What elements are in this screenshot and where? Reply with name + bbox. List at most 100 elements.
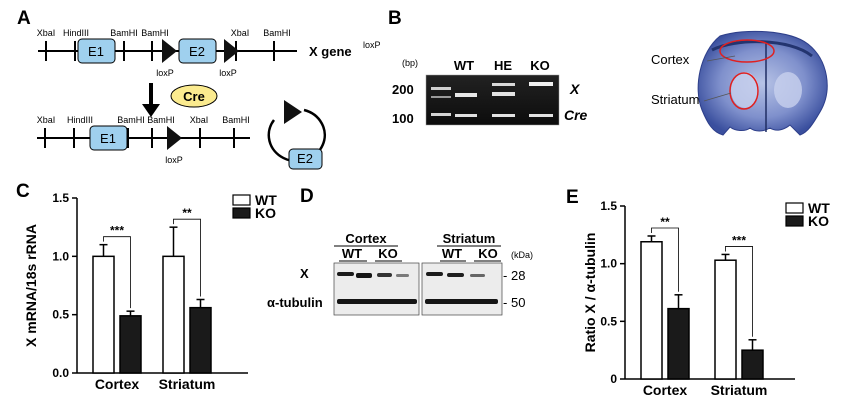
bar	[714, 259, 737, 380]
legend-swatch	[232, 194, 251, 206]
legend-label: KO	[255, 205, 276, 221]
size-label: 28	[511, 268, 525, 283]
gene-label: X gene	[309, 44, 352, 59]
lane-label: KO	[530, 58, 550, 73]
region-label: Cortex	[345, 231, 387, 246]
band-label: Cre	[564, 107, 588, 123]
group-label: WT	[342, 246, 362, 261]
significance-bracket	[173, 218, 201, 297]
group-label: KO	[478, 246, 498, 261]
marker-label: 100	[392, 111, 414, 126]
y-tick-label: 0	[610, 372, 617, 386]
bar	[92, 255, 115, 374]
site-label: BamHI	[222, 115, 250, 125]
tick-dash: -	[503, 295, 507, 310]
y-axis-label: Ratio X / α-tubulin	[582, 233, 598, 353]
cre-ellipse	[170, 84, 218, 108]
group-label: WT	[442, 246, 462, 261]
y-tick-label: 0.5	[52, 308, 69, 322]
site-label: BamHI	[147, 115, 175, 125]
y-tick-label: 1.0	[52, 249, 69, 263]
cre-label: Cre	[183, 89, 205, 104]
panel-label-d: D	[300, 186, 314, 207]
brain-label-striatum: Striatum	[651, 92, 699, 107]
site-label: XbaI	[190, 115, 209, 125]
bp-label: (bp)	[402, 58, 418, 68]
gene-superscript: loxP	[363, 40, 381, 50]
significance-bracket	[103, 236, 131, 309]
brain-label-cortex: Cortex	[651, 52, 690, 67]
western-blot	[333, 262, 503, 316]
exon2-box	[288, 148, 323, 170]
loxp-label: loxP	[219, 68, 237, 78]
chart-c: 0.0 0.5 1.0 1.5 X mRNA/18s rRNA Cortex *** Stri…	[23, 191, 277, 392]
x-tick-label: Striatum	[711, 382, 768, 398]
y-tick-label: 0.5	[600, 314, 617, 328]
pcr-gel	[425, 74, 560, 126]
exon2-label: E2	[297, 151, 313, 166]
lane-label: HE	[494, 58, 512, 73]
bar	[189, 306, 212, 374]
row-label: α-tubulin	[267, 295, 323, 310]
construct-deleted: E1 XbaI HindIII BamHI BamHI XbaI BamHI l…	[37, 115, 250, 165]
significance-stars: ***	[732, 233, 746, 247]
y-tick-label: 1.5	[52, 191, 69, 205]
loxp-triangle	[167, 126, 182, 150]
panel-label-b: B	[388, 8, 402, 29]
y-axis-label: X mRNA/18s rRNA	[23, 224, 39, 347]
site-label: BamHI	[141, 28, 169, 38]
cre-arrow	[142, 83, 160, 117]
significance-bracket	[725, 246, 753, 337]
group-label: KO	[378, 246, 398, 261]
legend-label: WT	[255, 192, 277, 208]
exon2-box	[178, 38, 217, 64]
pointer-line	[703, 92, 732, 102]
y-tick-label: 0.0	[52, 366, 69, 380]
tick-dash: -	[503, 268, 507, 283]
loxp-triangle-2	[224, 39, 239, 63]
x-tick-label: Striatum	[159, 376, 216, 392]
exon1-label: E1	[100, 131, 116, 146]
panel-label-c: C	[16, 181, 30, 202]
lane-label: WT	[454, 58, 474, 73]
bar	[667, 307, 690, 380]
band-label: X	[569, 81, 581, 97]
site-label: XbaI	[37, 28, 56, 38]
site-label: HindIII	[63, 28, 89, 38]
exon2-label: E2	[189, 44, 205, 59]
legend-swatch	[232, 207, 251, 219]
kda-label: (kDa)	[511, 250, 533, 260]
bar	[640, 241, 663, 380]
legend-label: KO	[808, 213, 829, 229]
legend-label: WT	[808, 200, 830, 216]
significance-stars: ***	[110, 224, 124, 238]
row-label: X	[300, 266, 309, 281]
exon1-box	[77, 38, 116, 64]
construct-floxed: E1 E2 XbaI HindIII BamHI BamHI XbaI BamH…	[37, 28, 297, 78]
x-tick-label: Cortex	[643, 382, 688, 398]
bar	[119, 315, 142, 374]
significance-bracket	[651, 227, 679, 292]
legend-swatch	[785, 202, 804, 214]
site-label: BamHI	[263, 28, 291, 38]
region-label: Striatum	[443, 231, 496, 246]
exon1-label: E1	[88, 44, 104, 59]
panel-label-a: A	[17, 8, 31, 29]
pointer-line	[706, 55, 736, 62]
site-label: HindIII	[67, 115, 93, 125]
legend-swatch	[785, 215, 804, 227]
loxp-label: loxP	[156, 68, 174, 78]
site-label: BamHI	[110, 28, 138, 38]
x-tick-label: Cortex	[95, 376, 140, 392]
significance-stars: **	[182, 206, 192, 220]
excised-circle: E2	[267, 100, 326, 170]
y-tick-label: 1.0	[600, 257, 617, 271]
size-label: 50	[511, 295, 525, 310]
site-label: XbaI	[37, 115, 56, 125]
panel-label-e: E	[566, 187, 579, 208]
bar	[162, 255, 185, 374]
site-label: XbaI	[231, 28, 250, 38]
loxp-triangle-1	[162, 39, 177, 63]
